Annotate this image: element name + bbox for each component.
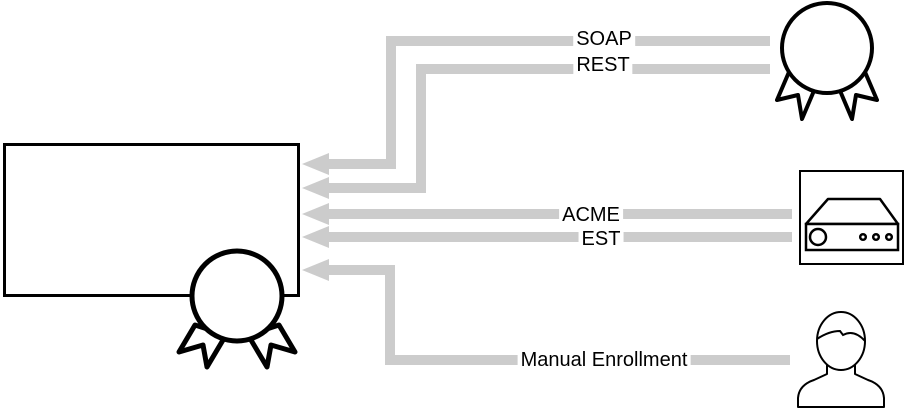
certificate-authority-box xyxy=(3,143,300,297)
connection-label-est: EST xyxy=(578,227,624,251)
award-ribbon-icon xyxy=(775,1,879,121)
arrowhead-icon xyxy=(302,153,329,175)
connector-line-soap-arrow-shaft xyxy=(327,159,396,169)
connector-line-est xyxy=(327,232,792,242)
server-appliance-icon xyxy=(799,170,904,265)
arrowhead-icon xyxy=(302,203,329,225)
connector-line-rest-arrow-shaft xyxy=(327,183,426,193)
certificate-seal-icon xyxy=(176,248,298,370)
connector-line-manual-arrow-shaft xyxy=(327,265,395,275)
connection-label-manual-enrollment: Manual Enrollment xyxy=(517,348,691,372)
person-icon xyxy=(797,311,885,408)
connector-line-rest-vertical xyxy=(416,64,426,193)
connector-line-soap-vertical xyxy=(386,36,396,169)
connection-label-rest: REST xyxy=(573,53,633,77)
connector-line-manual-vertical xyxy=(385,265,395,365)
connection-label-soap: SOAP xyxy=(573,27,635,51)
arrowhead-icon xyxy=(302,226,329,248)
arrowhead-icon xyxy=(302,259,329,281)
connection-label-acme: ACME xyxy=(559,203,623,227)
arrowhead-icon xyxy=(302,177,329,199)
